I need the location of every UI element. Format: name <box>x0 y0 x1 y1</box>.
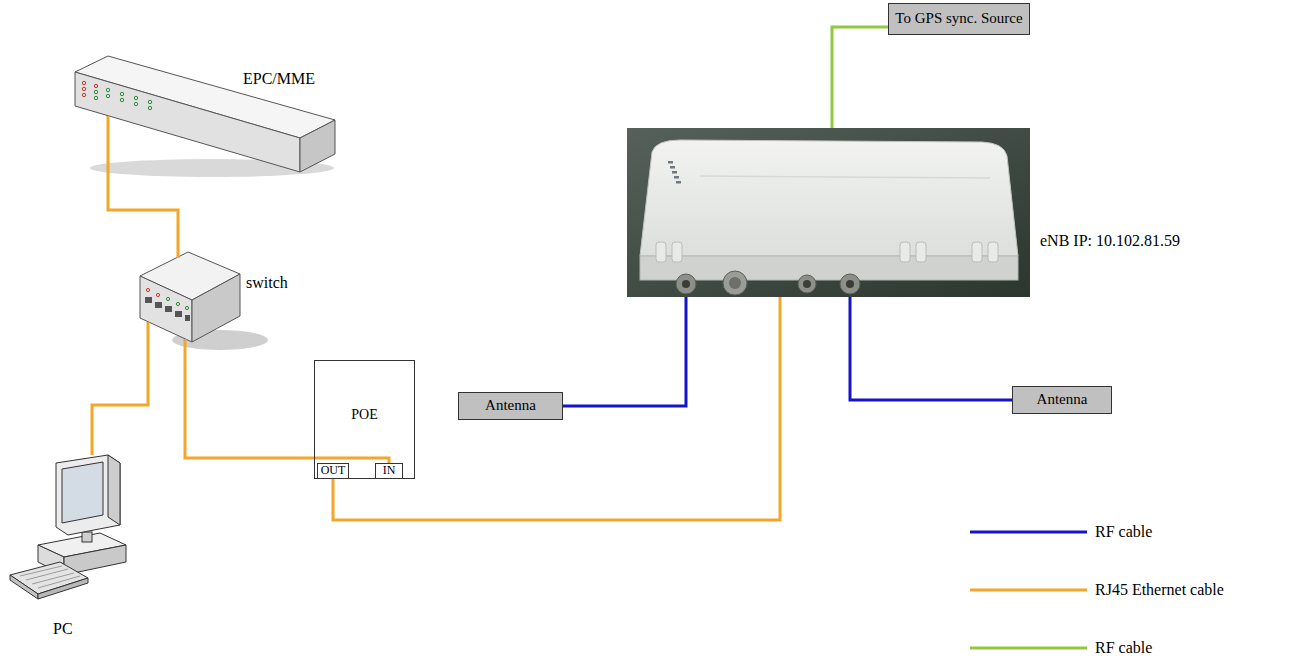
cable-connector <box>185 352 389 463</box>
enb-photo-art <box>627 128 1030 297</box>
device-label: switch <box>246 274 288 292</box>
cable-connector <box>333 297 780 520</box>
legend-line-sample <box>970 645 1087 651</box>
poe-injector: OUT IN POE <box>314 360 415 479</box>
pc-art <box>10 455 126 599</box>
legend-line-sample <box>970 529 1087 535</box>
legend-label: RF cable <box>1095 523 1152 541</box>
poe-in-port: IN <box>375 463 403 479</box>
cable-connector <box>850 297 1012 400</box>
epc-mme-device: EPC/MME <box>72 44 340 178</box>
switch-art <box>140 248 268 352</box>
box-label: IN <box>383 464 396 478</box>
device-label: EPC/MME <box>243 70 315 88</box>
gps-source-box: To GPS sync. Source <box>888 3 1030 35</box>
box-label: Antenna <box>1037 391 1088 408</box>
legend-row: RF cable <box>970 637 1152 659</box>
pc-computer: PC <box>8 455 130 645</box>
poe-out-port: OUT <box>317 463 349 479</box>
legend-label: RJ45 Ethernet cable <box>1095 581 1224 599</box>
legend-line-sample <box>970 587 1087 593</box>
epc-device-art <box>75 56 335 178</box>
box-label: POE <box>351 407 377 423</box>
network-switch: switch <box>138 248 298 352</box>
device-label: PC <box>53 620 73 638</box>
antenna-box: Antenna <box>458 392 563 420</box>
legend-row: RF cable <box>970 521 1152 543</box>
enb-device: eNB IP: 10.102.81.59 <box>627 128 1030 297</box>
legend-label: RF cable <box>1095 639 1152 657</box>
cable-connector <box>563 297 686 406</box>
box-label: To GPS sync. Source <box>895 10 1022 27</box>
cable-connector <box>92 352 148 455</box>
box-label: OUT <box>321 464 346 478</box>
cable-connector <box>108 178 178 248</box>
antenna-box: Antenna <box>1012 386 1112 414</box>
legend-row: RJ45 Ethernet cable <box>970 579 1224 601</box>
cable-connector <box>832 27 888 128</box>
box-label: Antenna <box>485 397 536 414</box>
device-label: eNB IP: 10.102.81.59 <box>1040 232 1180 250</box>
